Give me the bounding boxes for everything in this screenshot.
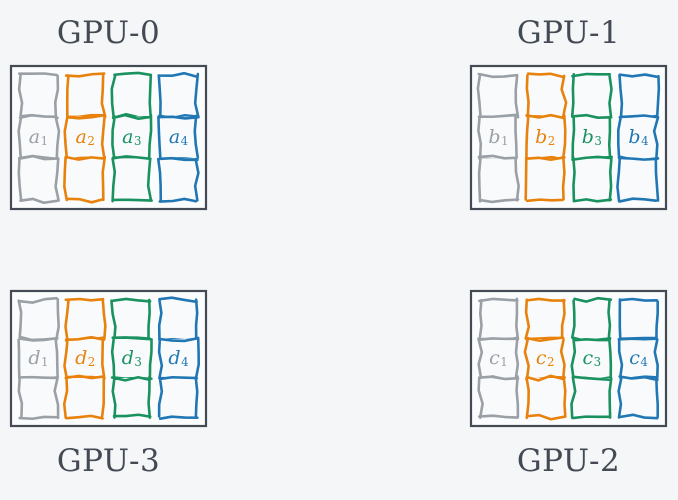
cell-b3-1 (571, 113, 613, 162)
cell-d4-1 (157, 336, 200, 381)
cell-d3-2 (110, 375, 152, 419)
cell-d1-0 (17, 296, 60, 342)
cell-a2-1 (63, 113, 106, 162)
cell-c4-0 (618, 297, 659, 341)
column-d2 (62, 297, 107, 420)
column-a3 (110, 71, 153, 203)
cell-b3-0 (570, 72, 613, 120)
cell-d3-0 (110, 297, 152, 341)
cell-a1-2 (17, 154, 60, 205)
cell-b1-2 (477, 154, 520, 204)
column-c1 (477, 297, 520, 419)
cell-d4-0 (157, 296, 199, 342)
cell-d2-1 (63, 335, 106, 380)
cell-c4-2 (617, 375, 660, 420)
panel-title-gpu-0: GPU-0 (56, 15, 161, 51)
column-b4 (616, 73, 661, 203)
panel-title-gpu-3: GPU-3 (56, 443, 161, 479)
column-c2 (523, 297, 567, 421)
column-b2 (524, 72, 568, 203)
cell-b1-1 (477, 113, 518, 161)
panel-title-gpu-1: GPU-1 (516, 15, 621, 51)
cell-d2-2 (62, 374, 106, 420)
cell-a1-0 (17, 72, 60, 120)
column-c4 (617, 297, 660, 420)
cell-d3-1 (110, 336, 153, 381)
cell-a2-0 (64, 72, 107, 119)
cell-c2-1 (523, 336, 566, 381)
cell-a3-0 (110, 71, 153, 120)
cell-c3-2 (570, 375, 613, 420)
column-a1 (17, 72, 61, 205)
cell-b2-0 (525, 72, 568, 120)
cell-a2-2 (63, 155, 107, 204)
cell-c3-1 (570, 337, 613, 381)
cell-d4-2 (157, 375, 199, 421)
cell-b3-2 (571, 155, 613, 203)
cell-c1-0 (478, 297, 520, 343)
column-b3 (570, 72, 613, 203)
cell-c4-1 (617, 337, 659, 380)
cell-d1-2 (17, 375, 60, 421)
cell-c1-2 (477, 375, 520, 419)
cell-a4-1 (157, 114, 200, 161)
cell-a4-0 (157, 71, 200, 120)
cell-c2-2 (525, 374, 567, 421)
cell-b1-0 (476, 72, 520, 120)
panel-title-gpu-2: GPU-2 (516, 443, 621, 479)
cell-b2-1 (524, 113, 567, 161)
cell-c3-0 (571, 296, 613, 343)
cell-c2-0 (524, 297, 566, 341)
cell-a4-2 (156, 156, 200, 203)
column-d1 (17, 296, 60, 421)
cell-d2-0 (64, 297, 107, 343)
cell-b4-1 (617, 114, 660, 162)
column-b1 (476, 72, 520, 204)
cell-c1-1 (477, 337, 520, 381)
cell-a1-1 (17, 113, 61, 161)
cell-a3-2 (111, 155, 153, 203)
cell-b4-2 (616, 156, 660, 203)
cell-d1-1 (17, 336, 59, 382)
cell-b4-0 (618, 73, 661, 120)
column-c3 (570, 296, 613, 420)
column-d4 (157, 296, 200, 421)
column-a4 (156, 71, 200, 203)
cell-b2-2 (524, 156, 566, 203)
column-d3 (110, 297, 153, 419)
cell-a3-1 (111, 113, 153, 161)
column-a2 (63, 72, 107, 204)
